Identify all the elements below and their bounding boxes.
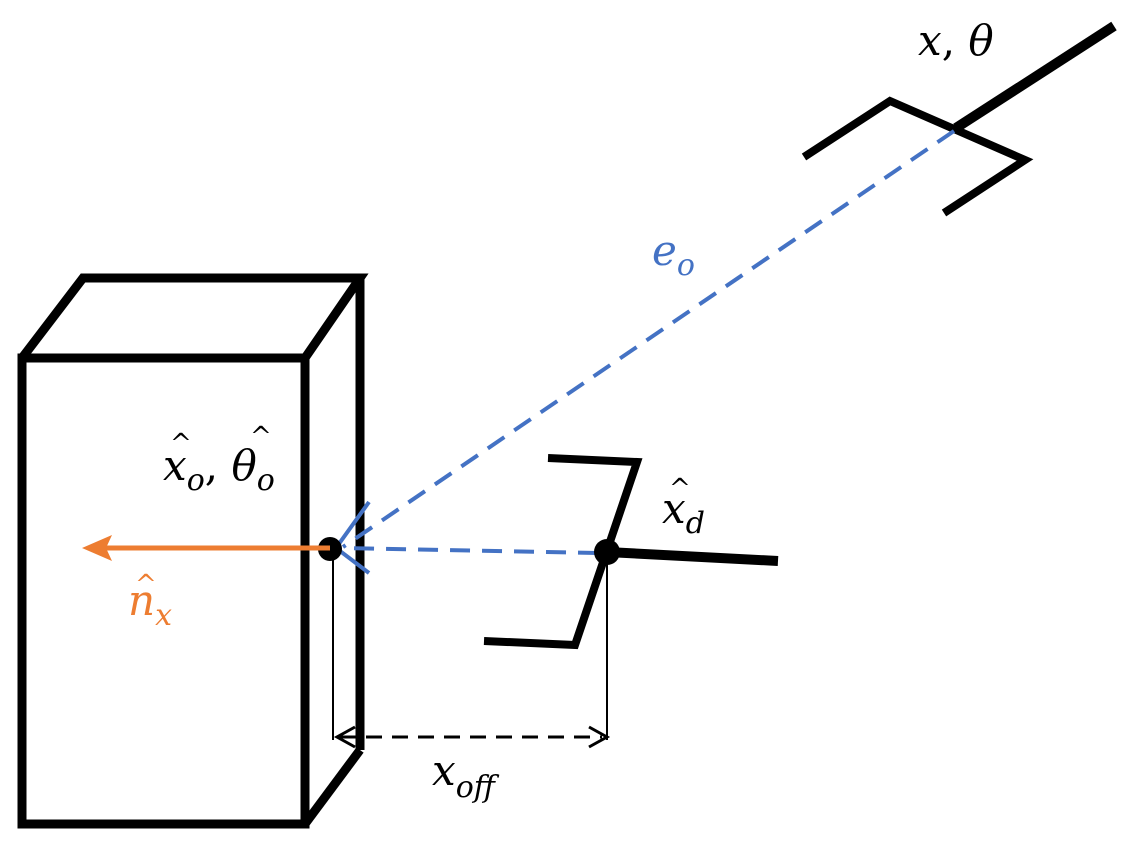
gripper-current-jaws — [801, 96, 1034, 217]
offset-arrowhead-right — [588, 725, 611, 749]
offset-label: xoff — [432, 746, 500, 805]
normal-text: nx — [128, 576, 172, 633]
object-pose-x-hat: ^ — [170, 429, 192, 459]
object-pose-text: xo, θo — [163, 441, 275, 498]
error-label: eo — [652, 226, 695, 283]
box-top-face — [18, 273, 369, 361]
gripper-current-shaft — [953, 21, 1117, 133]
box-bottom-edge — [301, 747, 364, 827]
normal-arrowhead — [82, 535, 112, 561]
box-front-face — [17, 353, 310, 829]
object-pose-theta-hat: ^ — [250, 422, 272, 452]
desired-text: xd — [662, 484, 705, 541]
gripper-current — [801, 21, 1117, 217]
error-line-diagonal — [341, 129, 956, 549]
normal-label: ^ nx — [128, 570, 172, 633]
desired-hat: ^ — [669, 474, 691, 504]
object-pose-label: ^ xo, θo ^ — [163, 422, 275, 498]
desired-point — [594, 539, 620, 565]
pose-label: x, θ — [918, 16, 994, 65]
normal-hat: ^ — [135, 570, 157, 600]
gripper-desired-shaft — [606, 547, 779, 566]
object-box — [17, 273, 369, 829]
error-line-horizontal — [342, 546, 599, 555]
offset-arrowhead-left — [333, 725, 356, 749]
desired-label: ^ xd — [662, 474, 705, 541]
